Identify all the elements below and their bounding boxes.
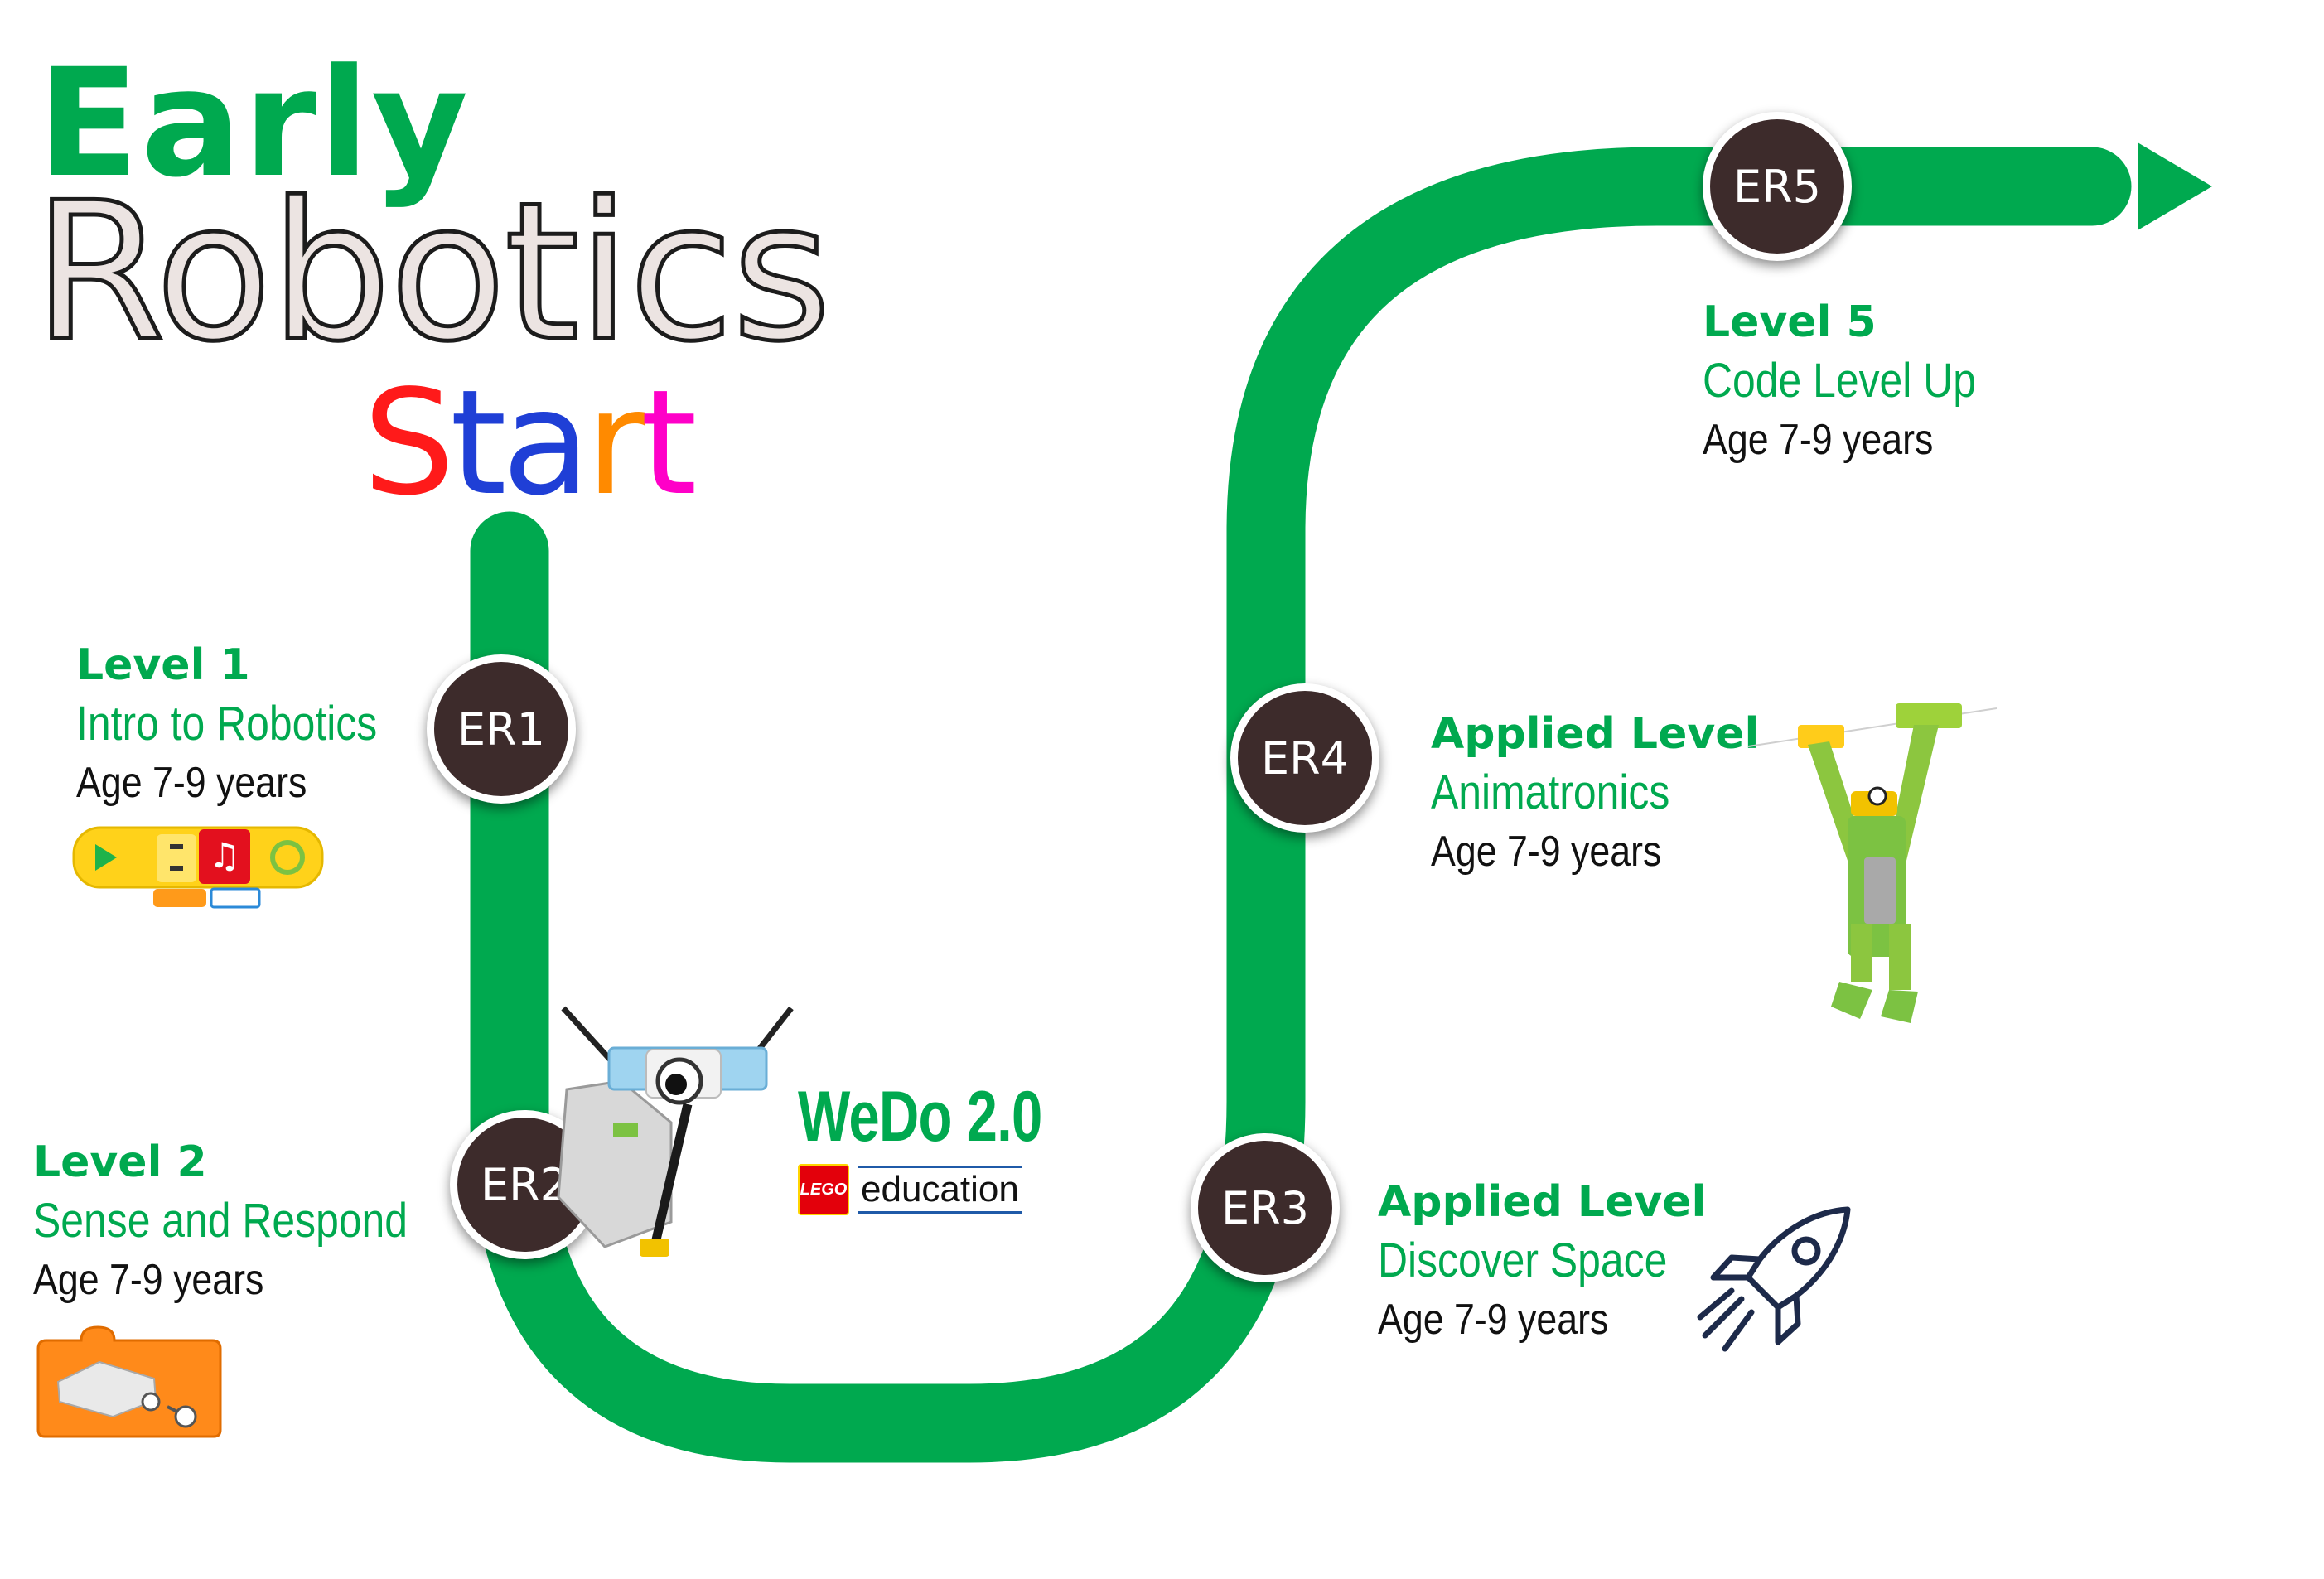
- svg-text:♫: ♫: [209, 835, 240, 876]
- wedo-logo: WeDo 2.0 LEGO education: [798, 1081, 1111, 1215]
- level-1-info: Level 1 Intro to Robotics Age 7-9 years: [76, 638, 426, 812]
- level-heading: Level 5: [1703, 297, 1877, 347]
- level-heading: Level 1: [76, 640, 250, 690]
- start-label: Start: [363, 360, 698, 528]
- level-5-info: Level 5 Code Level Up Age 7-9 years: [1703, 295, 2021, 469]
- robot-milo-icon: [557, 1006, 794, 1257]
- track-path: [470, 147, 2132, 1463]
- animatronic-robot-icon: [1748, 703, 1997, 1023]
- rocket-icon: [1697, 1206, 1851, 1352]
- node-er5[interactable]: ER5: [1703, 112, 1852, 261]
- level-4-info: Applied Level Animatronics Age 7-9 years: [1431, 707, 1759, 881]
- start-letter: a: [501, 360, 591, 528]
- code-blocks-icon: ♫: [72, 826, 324, 909]
- level-name: Code Level Up: [1703, 353, 1976, 408]
- node-er3[interactable]: ER3: [1191, 1133, 1340, 1282]
- title-robotics: Robotics: [31, 162, 833, 384]
- level-heading: Level 2: [33, 1137, 207, 1187]
- start-letter: t: [640, 360, 698, 528]
- level-name: Animatronics: [1431, 765, 1670, 819]
- education-label: education: [858, 1165, 1022, 1214]
- level-3-info: Applied Level Discover Space Age 7-9 yea…: [1378, 1175, 1714, 1349]
- level-age: Age 7-9 years: [33, 1256, 264, 1305]
- level-heading: Applied Level: [1378, 1177, 1707, 1227]
- arrow-head-icon: [2138, 142, 2212, 230]
- start-letter: S: [363, 360, 455, 528]
- level-age: Age 7-9 years: [76, 759, 307, 808]
- lego-education-row: LEGO education: [798, 1164, 1111, 1215]
- wedo-name: WeDo 2.0: [798, 1077, 1042, 1156]
- level-name: Intro to Robotics: [76, 696, 378, 751]
- title-early: Early: [37, 37, 471, 210]
- level-age: Age 7-9 years: [1378, 1296, 1609, 1345]
- lego-logo: LEGO: [798, 1164, 849, 1215]
- level-2-info: Level 2 Sense and Respond Age 7-9 years: [33, 1135, 469, 1309]
- level-age: Age 7-9 years: [1703, 416, 1934, 465]
- start-letter: t: [450, 360, 507, 528]
- sensor-block-icon: [36, 1325, 222, 1438]
- level-heading: Applied Level: [1431, 709, 1760, 759]
- level-age: Age 7-9 years: [1431, 828, 1662, 876]
- start-letter: r: [585, 360, 645, 528]
- node-er1[interactable]: ER1: [427, 654, 576, 804]
- level-name: Sense and Respond: [33, 1193, 408, 1248]
- level-name: Discover Space: [1378, 1233, 1668, 1287]
- node-er4[interactable]: ER4: [1230, 683, 1379, 833]
